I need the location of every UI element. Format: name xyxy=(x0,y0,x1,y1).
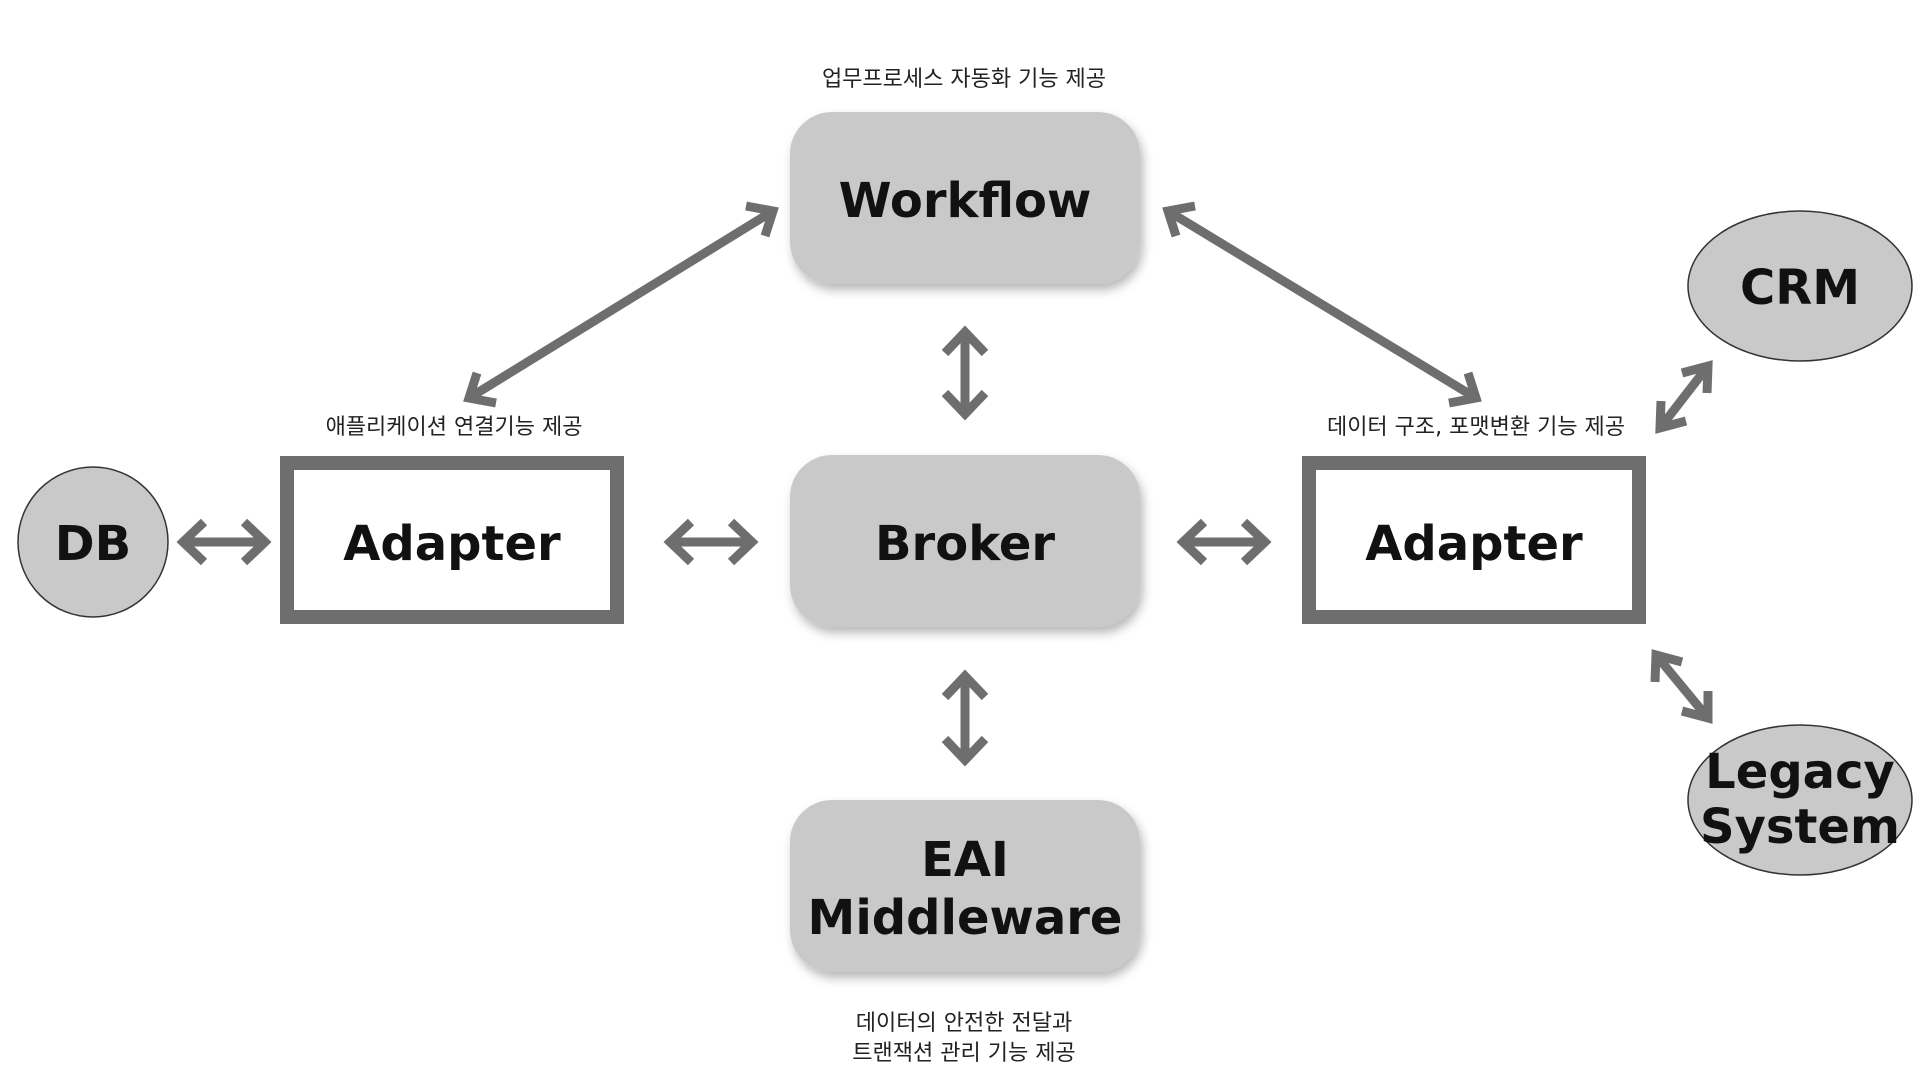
arrow-adapter-right-crm xyxy=(1655,360,1713,434)
adapter-left-node[interactable]: Adapter xyxy=(280,456,624,624)
crm-label: CRM xyxy=(1740,260,1860,316)
db-label: DB xyxy=(55,516,131,572)
eai-middleware-label-line1: EAI xyxy=(921,832,1009,888)
adapter-left-caption: 애플리케이션 연결기능 제공 xyxy=(326,415,583,440)
arrow-adapter-left-broker xyxy=(663,518,759,566)
workflow-label: Workflow xyxy=(839,173,1092,229)
adapter-right-label: Adapter xyxy=(1365,516,1583,572)
arrow-broker-eai-middleware xyxy=(941,669,989,767)
arrow-workflow-broker xyxy=(941,325,989,421)
crm-node[interactable]: CRM xyxy=(1687,210,1913,362)
eai-middleware-node[interactable]: EAI Middleware xyxy=(790,800,1140,972)
legacy-system-label-line1: Legacy xyxy=(1705,744,1895,800)
broker-label: Broker xyxy=(875,516,1055,572)
arrow-workflow-adapter-left xyxy=(463,201,779,408)
adapter-right-node[interactable]: Adapter xyxy=(1302,456,1646,624)
arrow-adapter-right-legacy-system xyxy=(1650,649,1713,724)
db-node[interactable]: DB xyxy=(17,466,169,618)
broker-node[interactable]: Broker xyxy=(790,455,1140,627)
legacy-system-label-line2: System xyxy=(1700,799,1900,855)
adapter-left-label: Adapter xyxy=(343,516,561,572)
eai-middleware-caption-line1: 데이터의 안전한 전달과 xyxy=(856,1011,1072,1036)
eai-middleware-label-line2: Middleware xyxy=(808,890,1123,946)
adapter-right-caption: 데이터 구조, 포맷변환 기능 제공 xyxy=(1327,415,1625,440)
arrow-broker-adapter-right xyxy=(1176,518,1272,566)
workflow-caption: 업무프로세스 자동화 기능 제공 xyxy=(822,67,1106,92)
eai-middleware-caption-line2: 트랜잭션 관리 기능 제공 xyxy=(852,1041,1075,1066)
arrow-db-adapter-left xyxy=(176,518,272,566)
arrow-workflow-adapter-right xyxy=(1162,201,1482,408)
workflow-node[interactable]: Workflow xyxy=(790,112,1140,284)
legacy-system-node[interactable]: Legacy System xyxy=(1687,724,1913,876)
